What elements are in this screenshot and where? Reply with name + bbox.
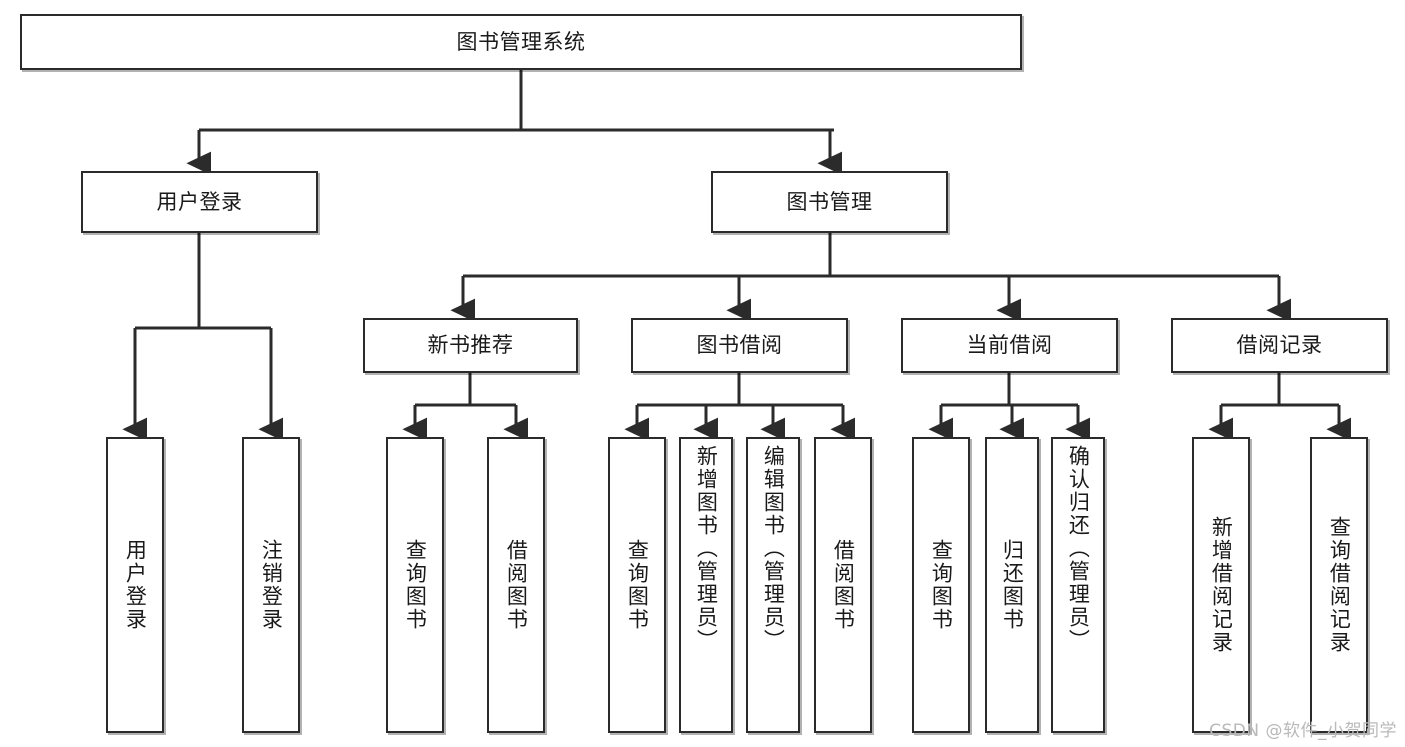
node-leaf-user-login-label: 用户登录 (123, 539, 148, 631)
node-leaf-bb-edit[interactable]: 编辑图书（管理员） (746, 437, 800, 733)
node-book-borrow[interactable]: 图书借阅 (631, 318, 848, 373)
node-user-login-label: 用户登录 (156, 189, 243, 214)
node-borrow-record[interactable]: 借阅记录 (1171, 318, 1388, 373)
node-root-label: 图书管理系统 (456, 29, 586, 54)
node-leaf-cb-query[interactable]: 查询图书 (912, 437, 970, 733)
node-leaf-rec-query-label: 查询图书 (403, 539, 428, 631)
node-leaf-br-add[interactable]: 新增借阅记录 (1192, 437, 1250, 733)
node-leaf-cb-return-label: 归还图书 (1000, 539, 1025, 631)
node-root[interactable]: 图书管理系统 (20, 14, 1022, 70)
node-leaf-br-query[interactable]: 查询借阅记录 (1310, 437, 1368, 733)
node-leaf-bb-add-label: 新增图书（管理员） (694, 445, 719, 652)
node-leaf-cb-return[interactable]: 归还图书 (985, 437, 1039, 733)
node-leaf-rec-borrow[interactable]: 借阅图书 (487, 437, 545, 733)
node-book-manage[interactable]: 图书管理 (711, 171, 948, 233)
node-leaf-bb-add[interactable]: 新增图书（管理员） (679, 437, 733, 733)
node-leaf-cb-confirm-label: 确认归还（管理员） (1066, 445, 1091, 652)
node-leaf-br-query-label: 查询借阅记录 (1327, 516, 1352, 654)
node-leaf-bb-query-label: 查询图书 (625, 539, 650, 631)
watermark-text: CSDN @软件_小贺同学 (1209, 721, 1397, 741)
node-book-manage-label: 图书管理 (786, 189, 873, 214)
node-leaf-br-add-label: 新增借阅记录 (1209, 516, 1234, 654)
node-leaf-cb-confirm[interactable]: 确认归还（管理员） (1051, 437, 1105, 733)
node-new-book-rec-label: 新书推荐 (427, 333, 514, 357)
node-new-book-rec[interactable]: 新书推荐 (363, 318, 578, 373)
node-book-borrow-label: 图书借阅 (696, 333, 783, 357)
node-leaf-user-logout[interactable]: 注销登录 (242, 437, 300, 733)
node-leaf-bb-query[interactable]: 查询图书 (608, 437, 666, 733)
node-leaf-user-logout-label: 注销登录 (259, 539, 284, 631)
node-borrow-record-label: 借阅记录 (1236, 333, 1323, 357)
node-current-borrow[interactable]: 当前借阅 (901, 318, 1118, 373)
node-leaf-cb-query-label: 查询图书 (929, 539, 954, 631)
node-leaf-rec-query[interactable]: 查询图书 (386, 437, 444, 733)
node-leaf-bb-borrow-label: 借阅图书 (831, 539, 856, 631)
node-current-borrow-label: 当前借阅 (966, 333, 1053, 357)
node-leaf-bb-edit-label: 编辑图书（管理员） (761, 445, 786, 652)
node-leaf-bb-borrow[interactable]: 借阅图书 (814, 437, 872, 733)
node-user-login[interactable]: 用户登录 (81, 171, 318, 233)
node-leaf-user-login[interactable]: 用户登录 (106, 437, 164, 733)
node-leaf-rec-borrow-label: 借阅图书 (504, 539, 529, 631)
